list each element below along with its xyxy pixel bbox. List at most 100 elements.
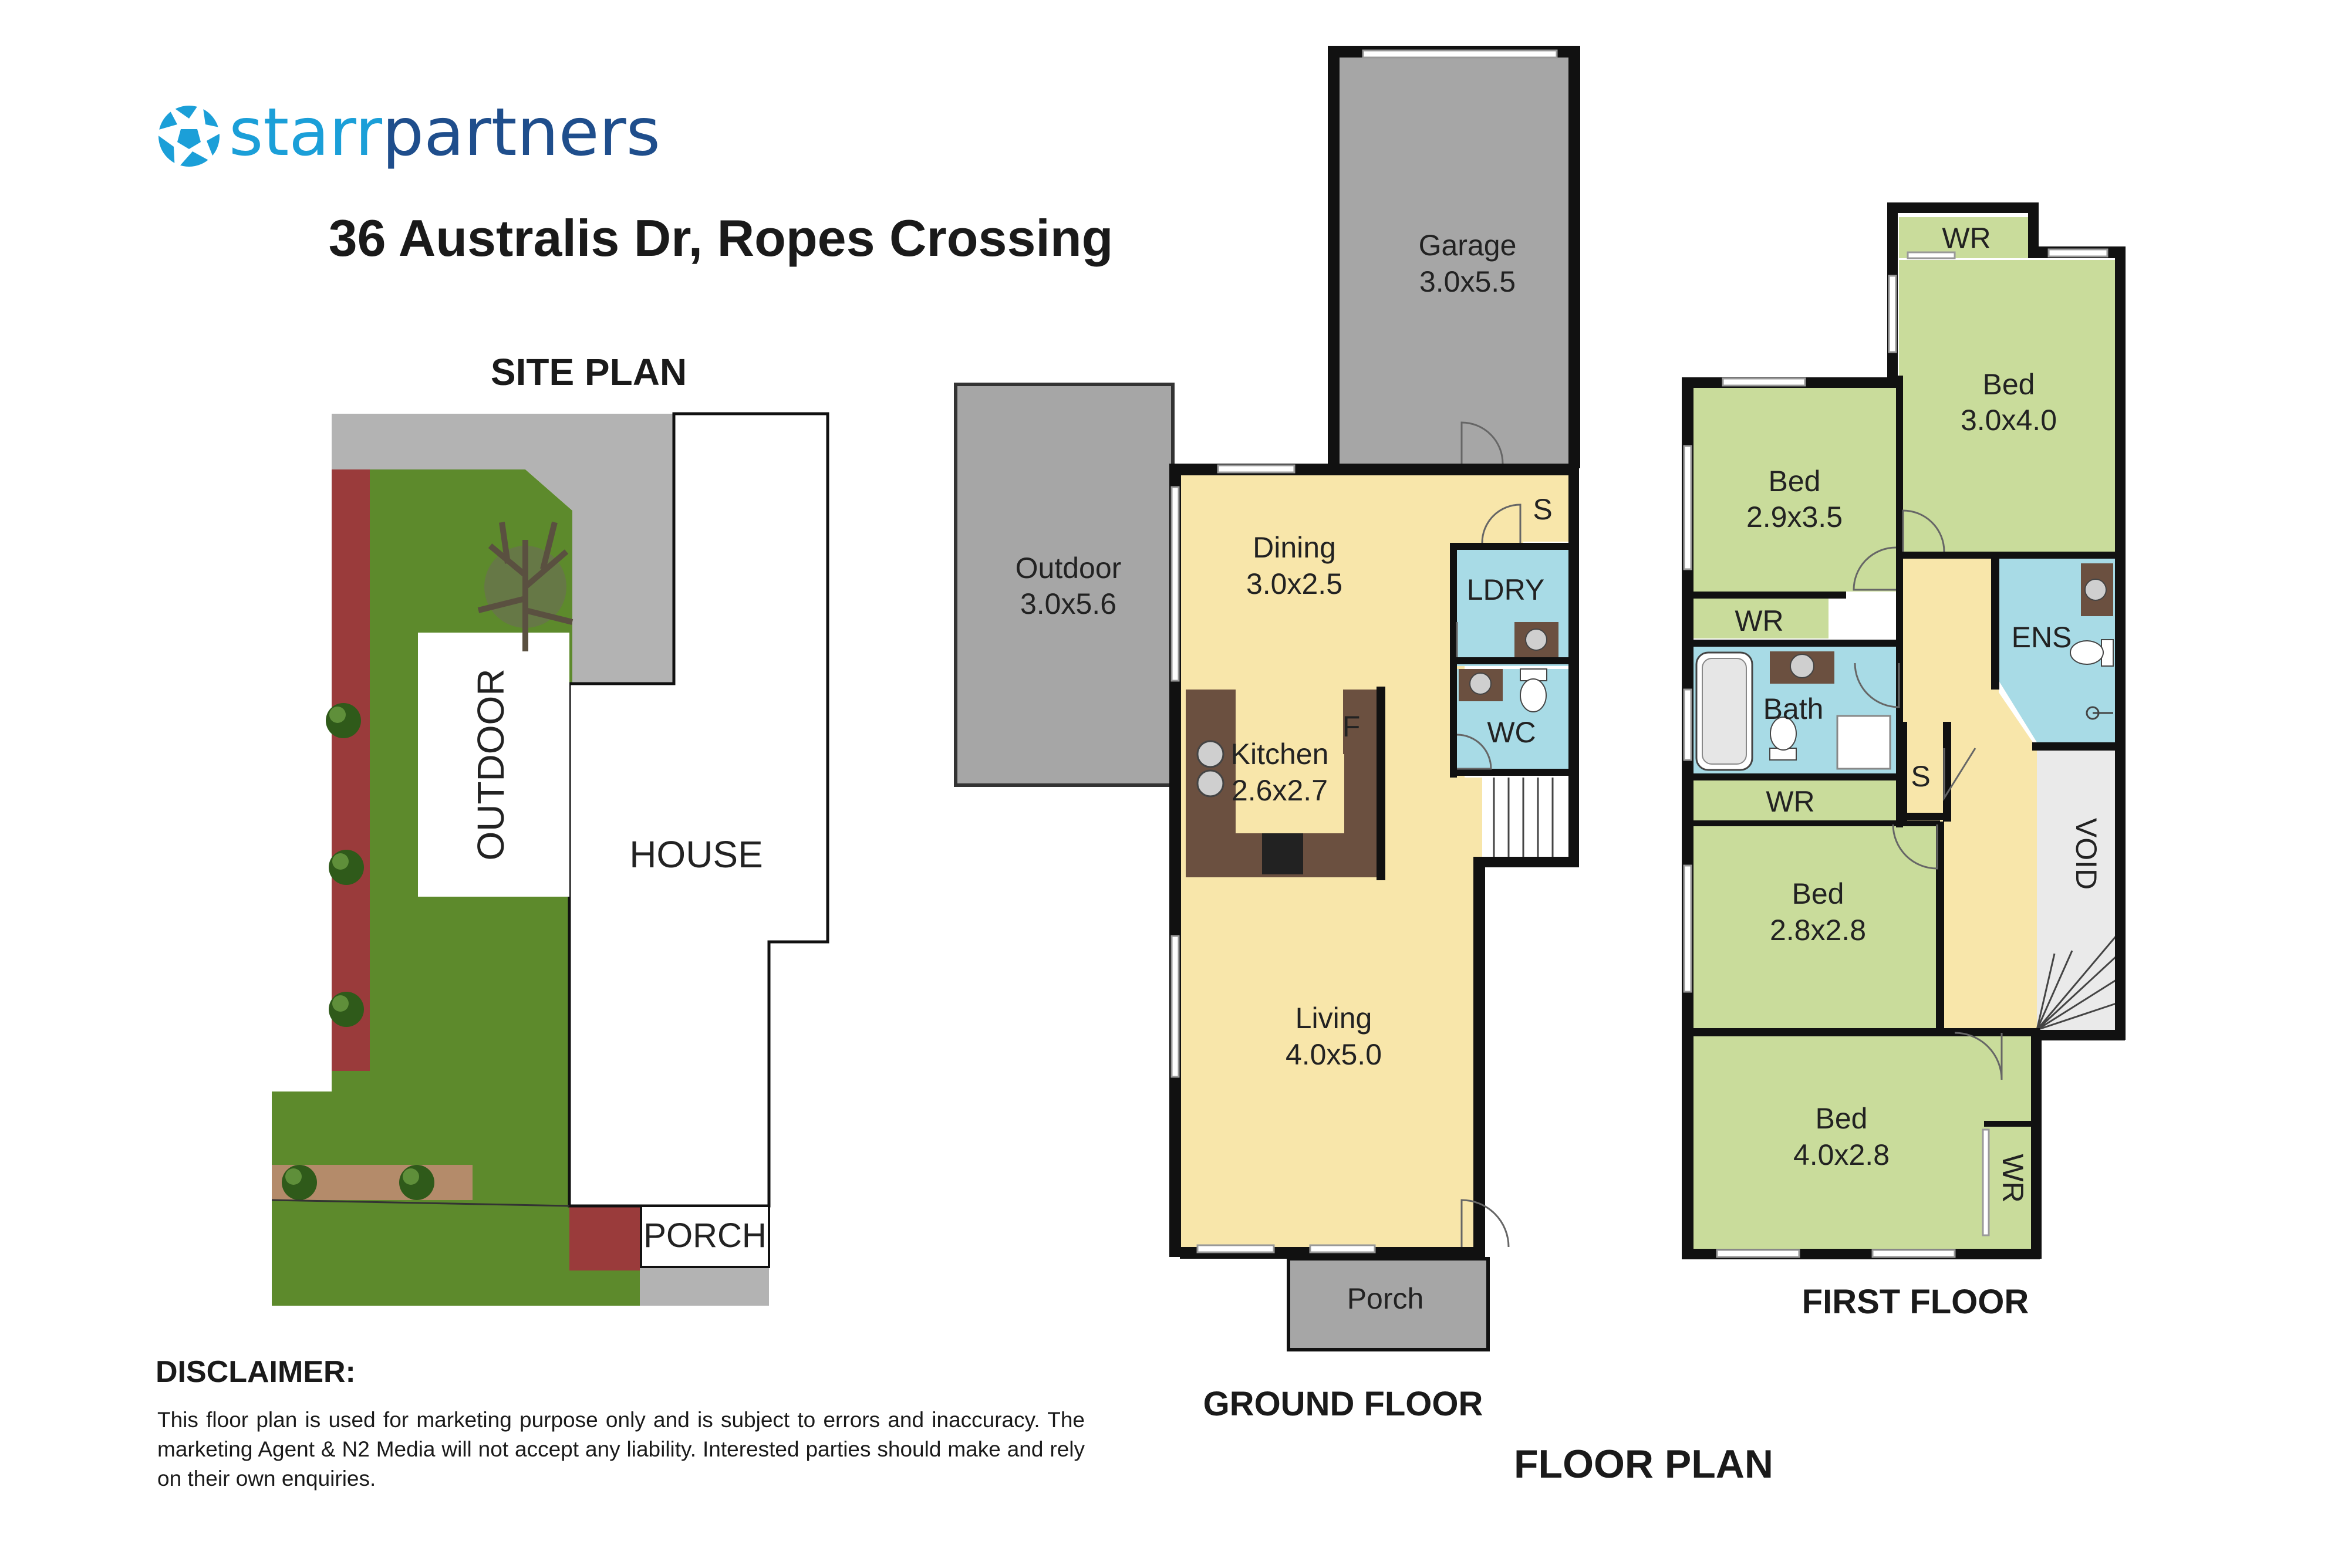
- logo-wordmark: starrpartners: [229, 94, 660, 171]
- gf-outdoor-name: Outdoor: [1016, 552, 1122, 584]
- ff-wr-master-area: [1899, 217, 2028, 258]
- ff-storage-label: S: [1911, 760, 1930, 793]
- first-floor-plan: Bed 3.0x4.0 WR Bed 2.9x3.5 WR ENS Bath S…: [1682, 202, 2126, 1259]
- cooktop-icon: [1262, 833, 1303, 874]
- ff-window: [1907, 251, 1956, 259]
- toilet-icon: [1769, 717, 1797, 761]
- ff-bath-label: Bath: [1763, 692, 1824, 725]
- ff-window: [2047, 248, 2109, 258]
- gf-garage-name: Garage: [1419, 229, 1517, 262]
- ff-master-size: 3.0x4.0: [1961, 404, 2057, 437]
- site-porch-bed: [569, 1206, 640, 1270]
- ff-hallway-area: [1902, 557, 2037, 1030]
- ff-bed3-area: [1693, 824, 1937, 1030]
- ground-floor-title: GROUND FLOOR: [1203, 1385, 1483, 1423]
- ff-window: [1683, 445, 1692, 570]
- first-floor-title: FIRST FLOOR: [1802, 1283, 2029, 1321]
- gf-door: [1481, 503, 1522, 543]
- toilet-icon: [2070, 639, 2114, 667]
- gf-garage-area: [1338, 48, 1573, 466]
- gf-kitchen-bench: [1186, 690, 1377, 877]
- gf-kitchen-name: Kitchen: [1231, 738, 1329, 771]
- ff-bed3-name: Bed: [1792, 877, 1844, 910]
- ff-wr-bed2-label: WR: [1735, 604, 1783, 637]
- gf-window: [1362, 49, 1558, 59]
- basin-icon: [2081, 563, 2113, 616]
- starrpartners-logo: starrpartners: [153, 94, 660, 171]
- ff-void-stairs: [2036, 935, 2117, 1031]
- gf-laundry-label: LDRY: [1467, 573, 1544, 606]
- ff-bed2-name: Bed: [1769, 465, 1821, 498]
- logo-wordmark-partners: partners: [382, 94, 660, 171]
- disclaimer-title: DISCLAIMER:: [156, 1355, 356, 1389]
- ff-bed2-area: [1693, 387, 1896, 592]
- ff-wr-bed3-area: [1693, 780, 1896, 820]
- site-plan: OUTDOOR HOUSE PORCH: [271, 412, 829, 1306]
- ff-window: [1683, 688, 1692, 761]
- gf-outdoor-area: [954, 383, 1175, 787]
- shower-head-icon: [2086, 706, 2113, 720]
- site-label-porch: PORCH: [643, 1216, 766, 1255]
- gf-storage-area: [1523, 474, 1568, 542]
- ff-ensuite-label: ENS: [2012, 621, 2072, 654]
- ground-floor-plan: Garage 3.0x5.5 Outdoor 3.0x5.6 Dining 3.…: [954, 46, 1580, 1351]
- disclaimer-text: This floor plan is used for marketing pu…: [157, 1408, 1085, 1491]
- gf-wc-label: WC: [1487, 716, 1536, 749]
- gf-porch-area: [1287, 1257, 1490, 1351]
- ff-bed4-name: Bed: [1816, 1102, 1868, 1135]
- ff-window: [1683, 864, 1692, 993]
- site-label-house: HOUSE: [629, 833, 763, 876]
- ff-door: [1943, 748, 1976, 802]
- gf-dining-size: 3.0x2.5: [1246, 567, 1342, 600]
- gf-outdoor-size: 3.0x5.6: [1020, 587, 1116, 620]
- ff-wr-bed2-area: [1693, 599, 1829, 638]
- ff-door: [1853, 546, 1897, 591]
- shrub-icon: [329, 992, 364, 1027]
- site-porch-paving: [640, 1268, 769, 1306]
- ff-master-name: Bed: [1983, 368, 2035, 401]
- gf-dining-name: Dining: [1253, 531, 1336, 564]
- ff-door: [1854, 663, 1900, 708]
- ff-bed4-area: [1693, 1036, 2031, 1250]
- floor-plan-title: FLOOR PLAN: [1514, 1442, 1773, 1486]
- ff-door: [1892, 824, 1938, 870]
- site-driveway: [332, 414, 674, 684]
- ff-wr-master-label: WR: [1942, 222, 1991, 255]
- gf-stairs: [1482, 778, 1570, 860]
- gf-fridge-label: F: [1342, 710, 1361, 743]
- bathtub-icon: [1695, 651, 1753, 771]
- gf-kitchen-size: 2.6x2.7: [1232, 774, 1328, 807]
- ff-bed2-size: 2.9x3.5: [1746, 501, 1843, 533]
- logo-wordmark-starr: starr: [229, 94, 383, 171]
- ff-bed4-size: 4.0x2.8: [1793, 1138, 1890, 1171]
- basin-icon: [1770, 651, 1834, 684]
- shrub-icon: [282, 1165, 317, 1200]
- shrub-icon: [329, 850, 364, 885]
- property-address: 36 Australis Dr, Ropes Crossing: [329, 209, 1114, 267]
- gf-window: [1196, 1244, 1275, 1253]
- gf-kitchen-island: [1343, 690, 1378, 754]
- toilet-icon: [1520, 668, 1547, 712]
- ff-window: [1716, 1249, 1800, 1258]
- tree-icon: [477, 521, 573, 651]
- ff-bed3-size: 2.8x2.8: [1770, 914, 1866, 947]
- site-plan-title: SITE PLAN: [491, 351, 687, 393]
- ff-window: [1722, 377, 1806, 387]
- ff-wr-bed4-label: WR: [1996, 1154, 2029, 1202]
- site-garden-bed: [332, 469, 370, 1071]
- gf-door: [1456, 734, 1492, 770]
- gf-living-size: 4.0x5.0: [1286, 1038, 1382, 1071]
- gf-door: [1460, 421, 1504, 464]
- shrub-icon: [326, 703, 361, 738]
- ff-wr-bed3-label: WR: [1766, 785, 1814, 818]
- ff-void-label: VOID: [2070, 818, 2103, 890]
- ff-door: [1902, 509, 1945, 552]
- gf-living-name: Living: [1296, 1002, 1372, 1035]
- ff-window: [1982, 1128, 1990, 1236]
- gf-storage-label: S: [1533, 493, 1552, 526]
- gf-garage-size: 3.0x5.5: [1419, 265, 1516, 298]
- basin-icon: [1459, 669, 1503, 701]
- star-logo-icon: [153, 100, 228, 171]
